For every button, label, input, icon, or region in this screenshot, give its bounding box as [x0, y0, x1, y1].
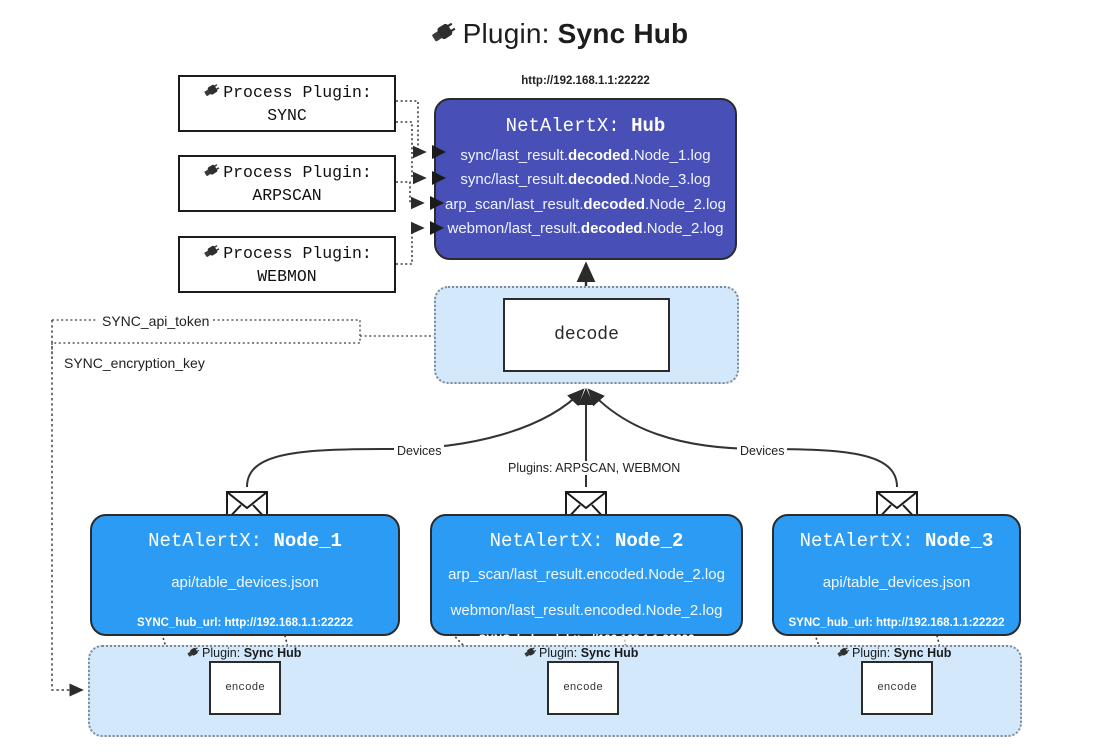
hub-log-1: sync/last_result.decoded.Node_1.log — [460, 147, 711, 164]
process-plugin-arpscan-name: ARPSCAN — [252, 185, 322, 205]
encode-box-3[interactable]: encode — [861, 661, 933, 715]
edge-label-plugins-center: Plugins: ARPSCAN, WEBMON — [505, 461, 684, 475]
node2-title: NetAlertX: Node_2 — [432, 530, 741, 552]
encoder-label-3-prefix: Plugin: — [852, 646, 891, 660]
node3-footer: SYNC_hub_url: http://192.168.1.1:22222 — [788, 617, 1005, 629]
process-plugin-arpscan[interactable]: Process Plugin: ARPSCAN — [178, 155, 396, 212]
node-box-node3[interactable]: NetAlertX: Node_3 api/table_devices.json… — [772, 514, 1021, 636]
hub-url-label: http://192.168.1.1:22222 — [521, 75, 650, 87]
page-title: Plugin: Sync Hub — [0, 18, 1117, 53]
plug-icon — [202, 81, 222, 106]
node1-title-name: Node_1 — [273, 530, 342, 552]
process-plugin-arpscan-line1: Process Plugin: — [202, 161, 372, 186]
encoder-label-3: Plugin: Sync Hub — [836, 645, 951, 662]
process-plugin-webmon-line1: Process Plugin: — [202, 242, 372, 267]
node2-line-2: webmon/last_result.encoded.Node_2.log — [450, 602, 723, 620]
page-title-name: Sync Hub — [557, 18, 689, 49]
sync-api-token-label: SYNC_api_token — [98, 313, 214, 329]
node2-footer: SYNC_hub_url: http://192.168.1.1:22222 — [478, 633, 695, 646]
edge-label-devices-left: Devices — [394, 444, 445, 458]
encoder-label-1-prefix: Plugin: — [202, 646, 241, 660]
encode-box-2[interactable]: encode — [547, 661, 619, 715]
encoder-label-1: Plugin: Sync Hub — [186, 645, 301, 662]
node-box-node2[interactable]: NetAlertX: Node_2 arp_scan/last_result.e… — [430, 514, 743, 646]
node2-line-1: arp_scan/last_result.encoded.Node_2.log — [448, 566, 725, 583]
edge-label-devices-right: Devices — [737, 444, 788, 458]
encoder-label-2-prefix: Plugin: — [539, 646, 578, 660]
encoder-label-2-name: Sync Hub — [580, 646, 639, 660]
decode-box[interactable]: decode — [503, 298, 670, 372]
node1-title: NetAlertX: Node_1 — [92, 530, 398, 552]
encoder-label-2: Plugin: Sync Hub — [523, 645, 638, 662]
encoder-label-3-name: Sync Hub — [893, 646, 952, 660]
node3-title: NetAlertX: Node_3 — [774, 530, 1019, 552]
plug-icon — [202, 242, 222, 267]
plug-icon — [836, 645, 851, 662]
process-plugin-sync-label: Process Plugin: — [223, 82, 372, 102]
page-title-prefix: Plugin: — [462, 18, 550, 49]
node3-title-name: Node_3 — [925, 530, 994, 552]
plug-icon — [202, 161, 222, 186]
node3-title-prefix: NetAlertX: — [799, 530, 914, 552]
hub-log-3: arp_scan/last_result.decoded.Node_2.log — [445, 195, 726, 213]
sync-encryption-key-label: SYNC_encryption_key — [60, 355, 209, 371]
process-plugin-arpscan-label: Process Plugin: — [223, 162, 372, 182]
hub-title-prefix: NetAlertX: — [505, 115, 620, 137]
encoder-label-1-name: Sync Hub — [243, 646, 302, 660]
node1-footer: SYNC_hub_url: http://192.168.1.1:22222 — [136, 617, 354, 629]
encode-box-1[interactable]: encode — [209, 661, 281, 715]
hub-title-name: Hub — [631, 115, 666, 137]
plug-icon — [186, 645, 201, 662]
process-plugin-sync[interactable]: Process Plugin: SYNC — [178, 75, 396, 132]
node2-title-name: Node_2 — [615, 530, 684, 552]
plug-icon — [523, 645, 538, 662]
node-box-node1[interactable]: NetAlertX: Node_1 api/table_devices.json… — [90, 514, 400, 636]
process-plugin-sync-name: SYNC — [267, 105, 307, 125]
node3-line-1: api/table_devices.json — [822, 574, 971, 591]
process-plugin-sync-line1: Process Plugin: — [202, 81, 372, 106]
process-plugin-webmon-label: Process Plugin: — [223, 243, 372, 263]
hub-box[interactable]: NetAlertX: Hub sync/last_result.decoded.… — [434, 98, 737, 260]
node1-line-1: api/table_devices.json — [171, 574, 319, 591]
process-plugin-webmon[interactable]: Process Plugin: WEBMON — [178, 236, 396, 293]
node2-title-prefix: NetAlertX: — [489, 530, 604, 552]
process-plugin-webmon-name: WEBMON — [257, 266, 317, 286]
hub-title: NetAlertX: Hub — [436, 115, 735, 137]
hub-log-2: sync/last_result.decoded.Node_3.log — [460, 171, 711, 189]
node1-title-prefix: NetAlertX: — [148, 530, 263, 552]
plug-icon — [429, 18, 459, 53]
hub-log-4: webmon/last_result.decoded.Node_2.log — [447, 219, 724, 237]
